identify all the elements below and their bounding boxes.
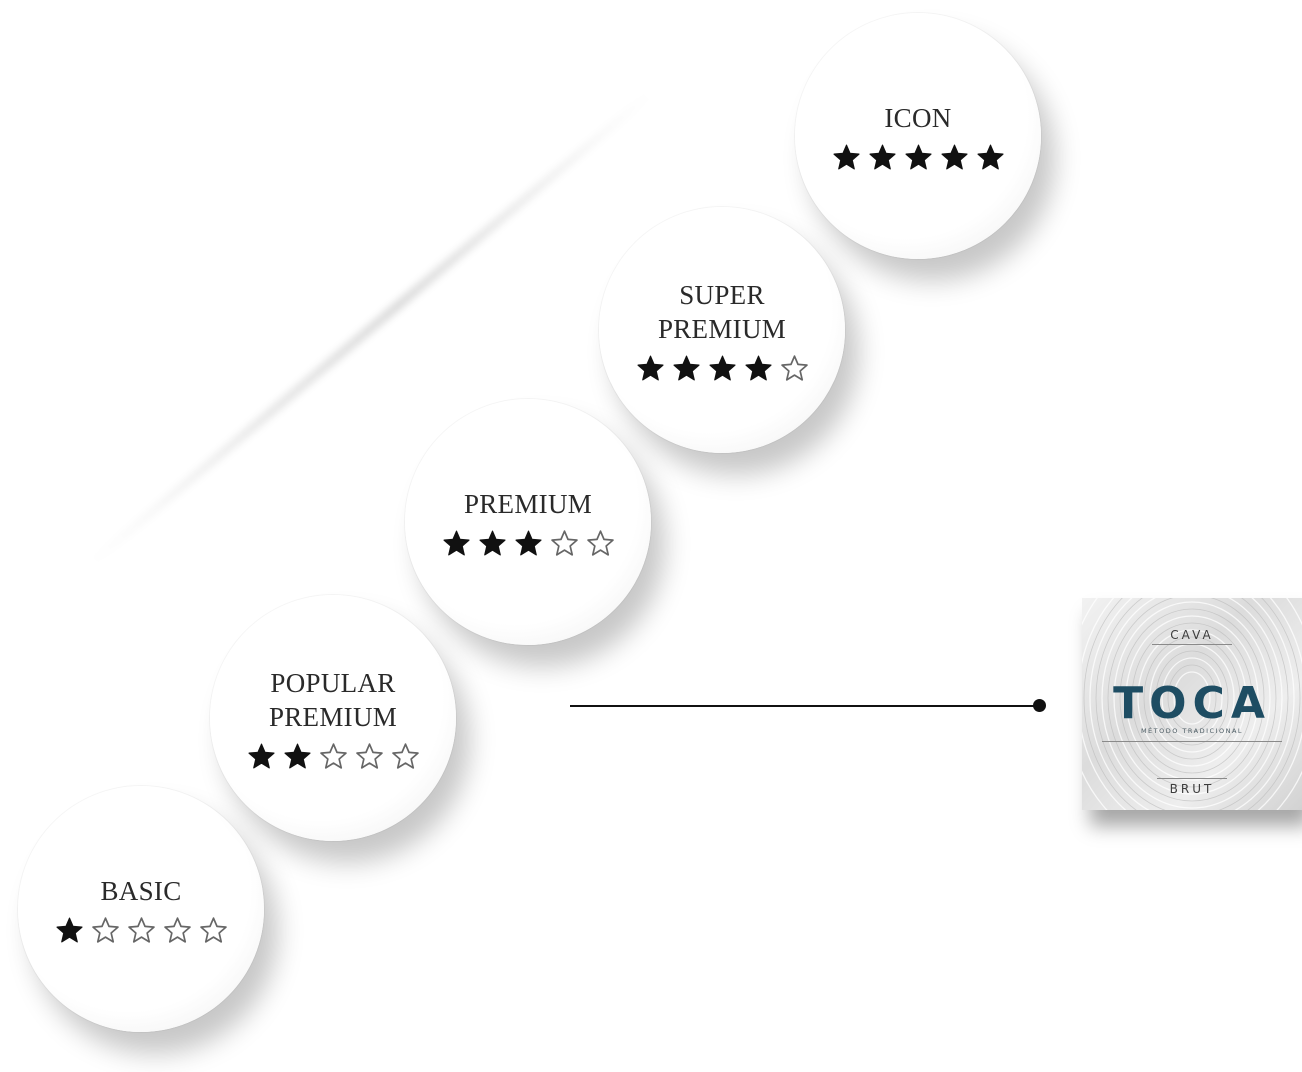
tier-label-popular-premium: POPULAR PREMIUM [268, 667, 398, 732]
star-filled-icon [478, 530, 506, 555]
star-outline-icon [319, 742, 347, 769]
tier-circle-premium: PREMIUM [405, 399, 651, 645]
star-filled-icon [904, 144, 932, 169]
star-outline-icon [163, 916, 191, 943]
star-outline-icon [391, 742, 419, 769]
tier-circle-icon: ICON [795, 13, 1041, 259]
tier-circle-popular-premium: POPULAR PREMIUM [210, 595, 456, 841]
star-rating [442, 529, 615, 558]
label-rule [1157, 778, 1227, 779]
star-outline-icon [91, 916, 119, 943]
fingerprint-pattern [1082, 598, 1302, 810]
star-rating [832, 143, 1005, 172]
star-outline-icon [127, 916, 155, 943]
tier-label-icon: ICON [884, 102, 952, 133]
star-outline-icon [780, 354, 808, 381]
star-filled-icon [672, 355, 700, 380]
star-filled-icon [247, 743, 275, 768]
star-filled-icon [708, 355, 736, 380]
star-rating [636, 354, 809, 383]
star-filled-icon [744, 355, 772, 380]
tier-circle-basic: BASIC [18, 786, 264, 1032]
connector-dot [1033, 699, 1046, 712]
star-rating [247, 742, 420, 771]
product-label-image: CAVA TOCA MÉTODO TRADICIONAL BRUT [1082, 598, 1302, 810]
star-filled-icon [442, 530, 470, 555]
label-brand: TOCA [1113, 678, 1271, 729]
star-outline-icon [550, 529, 578, 556]
label-subtitle: MÉTODO TRADICIONAL [1140, 727, 1244, 735]
star-filled-icon [868, 144, 896, 169]
connector-line [570, 705, 1040, 707]
label-bottom-text: BRUT [1169, 782, 1215, 796]
star-filled-icon [514, 530, 542, 555]
star-filled-icon [832, 144, 860, 169]
tier-label-super-premium: SUPER PREMIUM [657, 279, 787, 344]
star-filled-icon [636, 355, 664, 380]
label-top-text: CAVA [1170, 628, 1214, 642]
star-outline-icon [586, 529, 614, 556]
star-filled-icon [976, 144, 1004, 169]
star-outline-icon [355, 742, 383, 769]
star-filled-icon [55, 917, 83, 942]
star-outline-icon [199, 916, 227, 943]
tier-label-basic: BASIC [100, 875, 182, 906]
star-filled-icon [940, 144, 968, 169]
star-filled-icon [283, 743, 311, 768]
label-rule [1152, 644, 1232, 645]
star-rating [55, 916, 228, 945]
tier-label-premium: PREMIUM [463, 488, 593, 519]
tier-circle-super-premium: SUPER PREMIUM [599, 207, 845, 453]
label-rule [1102, 741, 1282, 742]
